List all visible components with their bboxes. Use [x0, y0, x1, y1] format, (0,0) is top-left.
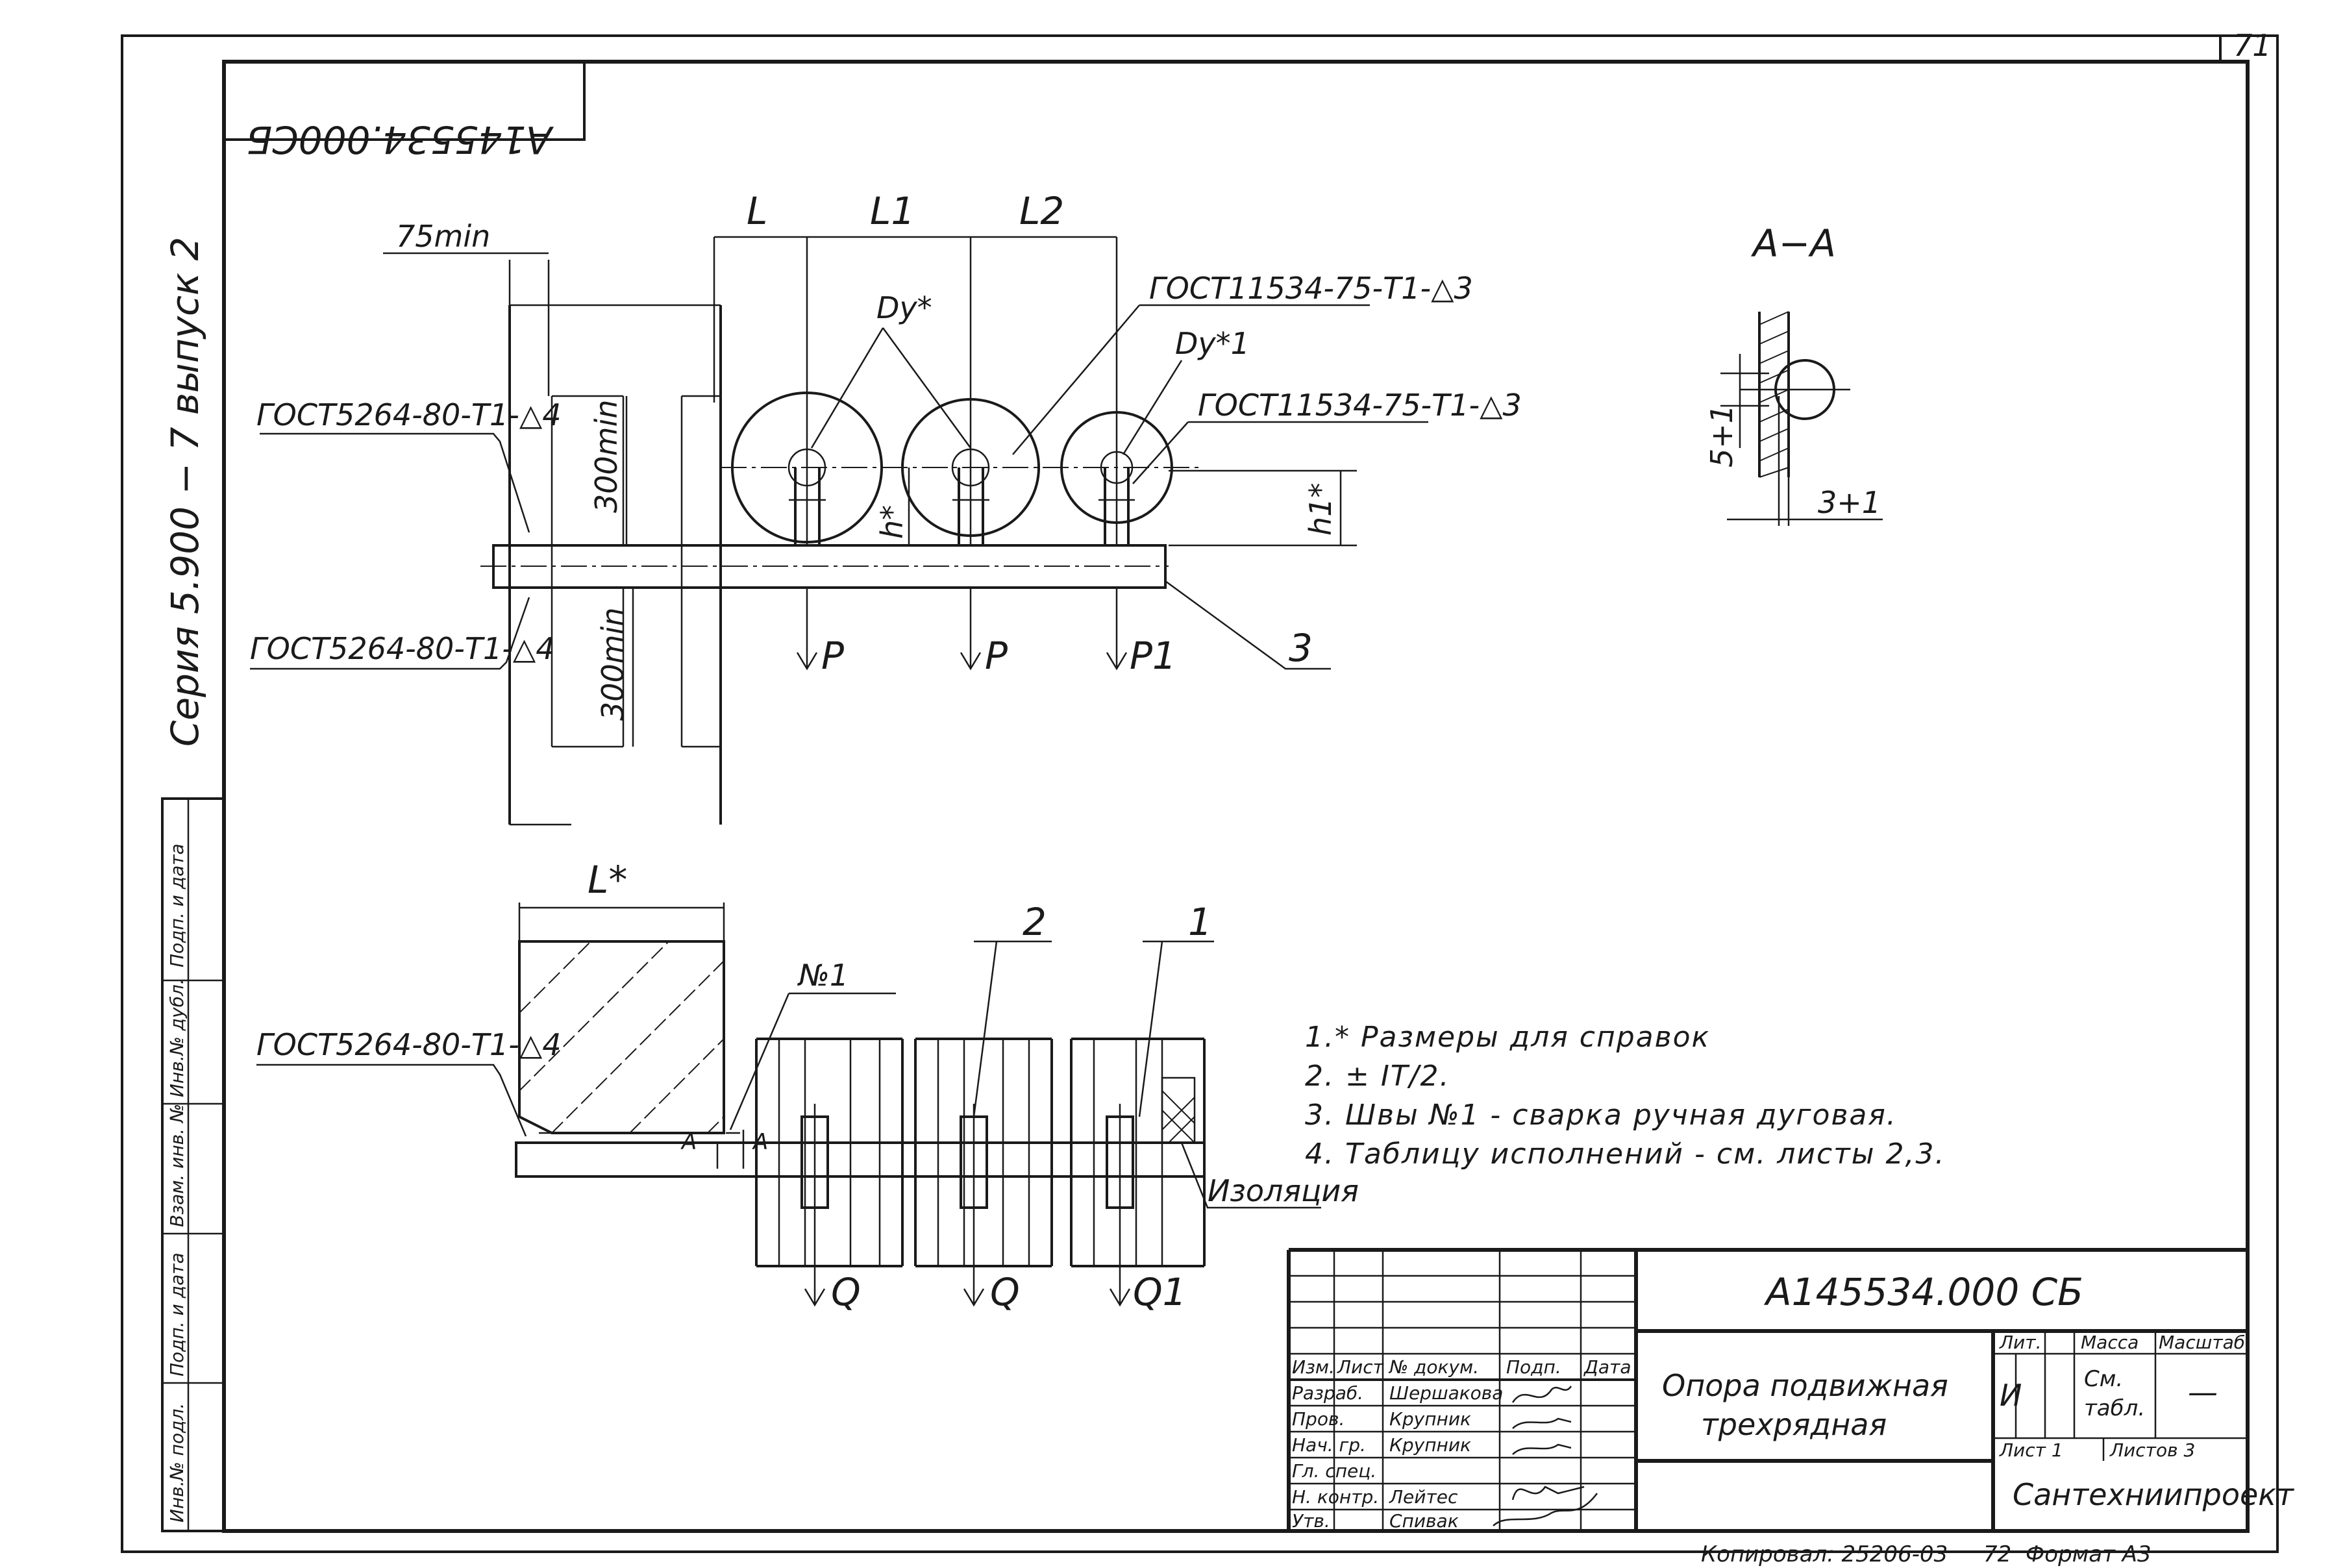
- title-block: Изм. Лист № докум. Подп. Дата Разраб. Ше…: [1287, 1248, 2294, 1532]
- dim-l1: L1: [870, 189, 915, 233]
- dim-75min: 75min: [396, 219, 490, 254]
- load-q-2: Q: [990, 1270, 1020, 1314]
- side-stamp: Подп. и дата Инв.№ дубл. Взам. инв. № По…: [161, 797, 225, 1532]
- item-2: 2: [1023, 900, 1047, 944]
- footer: Копировал: 25206-03 72 Формат А3: [1701, 1541, 2152, 1567]
- sheet-frame: 71: [121, 28, 2279, 1553]
- tb-designation: А145534.000 СБ: [1763, 1270, 2083, 1314]
- name-2: Крупник: [1389, 1408, 1471, 1430]
- note-1: 1.* Размеры для справок: [1305, 1021, 1710, 1054]
- name-5: Лейтес: [1389, 1486, 1458, 1508]
- bottom-view: L* А А №1 ГОСТ5264-80-Т1-△4: [256, 858, 1359, 1314]
- load-q1: Q1: [1133, 1270, 1187, 1314]
- sheet-number: 71: [2233, 28, 2272, 63]
- load-q-1: Q: [831, 1270, 861, 1314]
- load-p1: P1: [1130, 634, 1176, 678]
- role-5: Н. контр.: [1292, 1486, 1379, 1508]
- role-4: Гл. спец.: [1292, 1460, 1376, 1482]
- mirrored-designation: А145534.000СБ: [246, 118, 554, 162]
- note-2: 2. ± IT/2.: [1305, 1060, 1450, 1093]
- note-4: 4. Таблицу исполнений - см. листы 2,3.: [1305, 1138, 1945, 1171]
- dim-300min-bottom: 300min: [595, 607, 630, 721]
- weld-left-bottom: ГОСТ5264-80-Т1-△4: [256, 1027, 561, 1062]
- col-sign: Подп.: [1506, 1356, 1561, 1378]
- col-change: Изм.: [1292, 1356, 1335, 1378]
- dy-label-2: Dy*1: [1175, 326, 1250, 361]
- tb-mass-value-1: См.: [2084, 1366, 2123, 1392]
- dim-h: h*: [874, 505, 910, 539]
- tb-sheet: Лист 1: [1999, 1439, 2063, 1461]
- item-3: 3: [1289, 626, 1313, 670]
- dy-label-1: Dy*: [876, 290, 932, 325]
- mark-a-right: А: [752, 1129, 768, 1155]
- col-sheet: Лист: [1337, 1356, 1384, 1378]
- insulation-label: Изоляция: [1208, 1173, 1359, 1208]
- note-3: 3. Швы №1 - сварка ручная дуговая.: [1305, 1099, 1897, 1132]
- section-title: А−А: [1750, 221, 1836, 266]
- dim-l: L: [747, 189, 767, 233]
- weld-left-1: ГОСТ5264-80-Т1-△4: [256, 397, 561, 432]
- dim-300min-top: 300min: [589, 399, 624, 513]
- col-doc: № докум.: [1388, 1356, 1479, 1378]
- dim-5: 5+1: [1704, 404, 1739, 467]
- stamp-dup-inv: Инв.№ дубл.: [166, 978, 188, 1097]
- signatures: [1493, 1386, 1598, 1526]
- tb-lit-value: И: [2000, 1378, 2022, 1413]
- stamp-sign-date-1: Подп. и дата: [166, 843, 188, 967]
- role-1: Разраб.: [1292, 1382, 1363, 1404]
- tb-mass-value-2: табл.: [2084, 1395, 2145, 1421]
- role-2: Пров.: [1292, 1408, 1345, 1430]
- footer-format: Формат А3: [2026, 1541, 2152, 1567]
- footer-copied: Копировал: 25206-03: [1701, 1541, 1948, 1567]
- tb-name-2: трехрядная: [1701, 1407, 1887, 1442]
- role-3: Нач. гр.: [1292, 1434, 1366, 1456]
- side-title: Серия 5.900 − 7 выпуск 2: [163, 237, 207, 747]
- footer-copied-num: 72: [1983, 1541, 2011, 1567]
- notes: 1.* Размеры для справок 2. ± IT/2. 3. Шв…: [1305, 1021, 1945, 1171]
- tb-sheets: Листов 3: [2109, 1439, 2195, 1461]
- mark-a-left: А: [680, 1129, 697, 1155]
- name-1: Шершакова: [1389, 1382, 1503, 1404]
- role-6: Утв.: [1292, 1510, 1330, 1532]
- col-date: Дата: [1583, 1356, 1631, 1378]
- load-p-1: P: [821, 634, 844, 678]
- weld-right-1: ГОСТ11534-75-Т1-△3: [1149, 271, 1473, 306]
- dim-L: L*: [588, 858, 627, 902]
- section-a-a: А−А 5+1 3+1: [1704, 221, 1883, 526]
- side-title-area: Серия 5.900 − 7 выпуск 2: [163, 237, 207, 747]
- dim-h1: h1*: [1303, 483, 1338, 536]
- weld-left-2: ГОСТ5264-80-Т1-△4: [250, 631, 554, 666]
- top-view: 75min 300min 300min L L1 L2 ГОСТ5264-80-…: [250, 189, 1522, 826]
- stamp-orig-inv: Инв.№ подл.: [166, 1403, 188, 1523]
- weld-right-2: ГОСТ11534-75-Т1-△3: [1198, 388, 1522, 423]
- stamp-replace-inv: Взам. инв. №: [166, 1104, 188, 1227]
- tb-mass-label: Масса: [2081, 1332, 2139, 1353]
- weld-no1: №1: [797, 958, 849, 993]
- tb-lit-label: Лит.: [1999, 1332, 2041, 1353]
- tb-organization: Сантехниипроект: [2013, 1477, 2294, 1512]
- dim-l2: L2: [1019, 189, 1064, 233]
- stamp-sign-date-2: Подп. и дата: [166, 1252, 188, 1376]
- load-p-2: P: [985, 634, 1008, 678]
- item-1: 1: [1188, 900, 1212, 944]
- name-3: Крупник: [1389, 1434, 1471, 1456]
- name-6: Спивак: [1389, 1510, 1459, 1532]
- tb-scale-label: Масштаб: [2159, 1332, 2245, 1353]
- tb-scale-value: —: [2188, 1375, 2218, 1410]
- mirrored-designation-box: А145534.000СБ: [224, 62, 586, 162]
- dim-3: 3+1: [1818, 485, 1881, 520]
- tb-name-1: Опора подвижная: [1662, 1368, 1948, 1403]
